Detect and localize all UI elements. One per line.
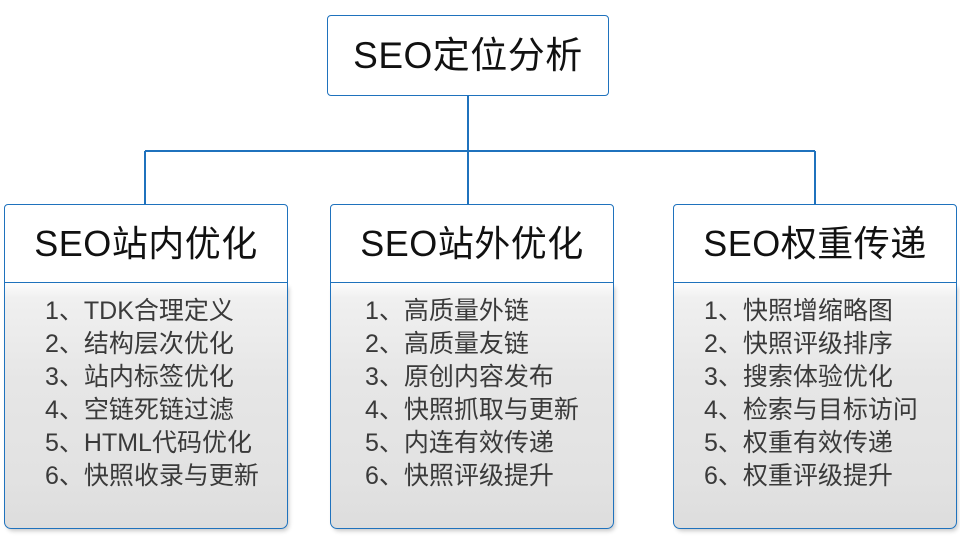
list-item: 6、快照收录与更新 bbox=[45, 462, 259, 490]
list-item: 5、内连有效传递 bbox=[365, 429, 554, 457]
branch-header-label-3: SEO权重传递 bbox=[703, 222, 927, 264]
branch-header-3[interactable]: SEO权重传递 bbox=[673, 204, 957, 283]
branch-header-label-2: SEO站外优化 bbox=[360, 222, 584, 264]
list-item: 4、检索与目标访问 bbox=[704, 396, 918, 424]
list-item: 3、原创内容发布 bbox=[365, 363, 554, 391]
list-item: 2、结构层次优化 bbox=[45, 330, 234, 358]
list-item: 5、权重有效传递 bbox=[704, 429, 893, 457]
root-node-label: SEO定位分析 bbox=[353, 35, 583, 76]
branch-header-label-1: SEO站内优化 bbox=[34, 222, 258, 264]
list-item: 2、高质量友链 bbox=[365, 330, 529, 358]
list-item: 4、空链死链过滤 bbox=[45, 396, 234, 424]
branch-body-3: 1、快照增缩略图 2、快照评级排序 3、搜索体验优化 4、检索与目标访问 5、权… bbox=[673, 283, 957, 529]
list-item: 3、搜索体验优化 bbox=[704, 363, 893, 391]
list-item: 6、权重评级提升 bbox=[704, 462, 893, 490]
branch-body-2: 1、高质量外链 2、高质量友链 3、原创内容发布 4、快照抓取与更新 5、内连有… bbox=[330, 283, 614, 529]
list-item: 5、HTML代码优化 bbox=[45, 429, 252, 457]
branch-list-2: 1、高质量外链 2、高质量友链 3、原创内容发布 4、快照抓取与更新 5、内连有… bbox=[331, 295, 613, 493]
branch-list-1: 1、TDK合理定义 2、结构层次优化 3、站内标签优化 4、空链死链过滤 5、H… bbox=[5, 295, 287, 493]
branch-column-2: SEO站外优化 1、高质量外链 2、高质量友链 3、原创内容发布 4、快照抓取与… bbox=[330, 204, 614, 529]
branch-column-3: SEO权重传递 1、快照增缩略图 2、快照评级排序 3、搜索体验优化 4、检索与… bbox=[673, 204, 957, 529]
list-item: 6、快照评级提升 bbox=[365, 462, 554, 490]
branch-column-1: SEO站内优化 1、TDK合理定义 2、结构层次优化 3、站内标签优化 4、空链… bbox=[4, 204, 288, 529]
list-item: 1、高质量外链 bbox=[365, 297, 529, 325]
list-item: 4、快照抓取与更新 bbox=[365, 396, 579, 424]
root-node[interactable]: SEO定位分析 bbox=[327, 15, 609, 96]
list-item: 1、快照增缩略图 bbox=[704, 297, 893, 325]
branch-header-1[interactable]: SEO站内优化 bbox=[4, 204, 288, 283]
list-item: 1、TDK合理定义 bbox=[45, 297, 234, 325]
list-item: 2、快照评级排序 bbox=[704, 330, 893, 358]
branch-header-2[interactable]: SEO站外优化 bbox=[330, 204, 614, 283]
list-item: 3、站内标签优化 bbox=[45, 363, 234, 391]
branch-list-3: 1、快照增缩略图 2、快照评级排序 3、搜索体验优化 4、检索与目标访问 5、权… bbox=[674, 295, 956, 493]
branch-body-1: 1、TDK合理定义 2、结构层次优化 3、站内标签优化 4、空链死链过滤 5、H… bbox=[4, 283, 288, 529]
